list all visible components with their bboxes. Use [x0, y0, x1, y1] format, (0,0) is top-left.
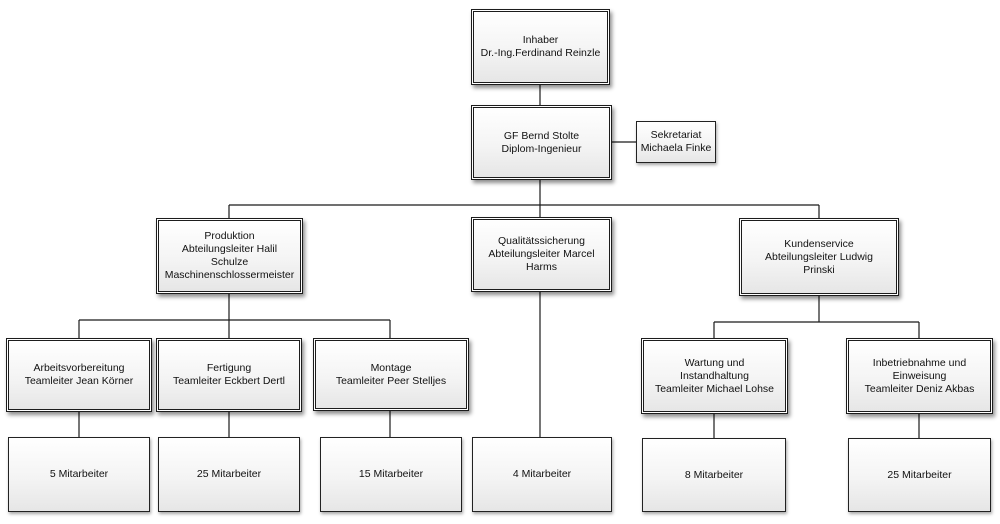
manufacturing-line-2: Teamleiter Eckbert Dertl — [172, 375, 286, 387]
production-line-3: Schulze — [210, 256, 249, 268]
quality-line-1: Qualitätssicherung — [498, 235, 585, 247]
production-line-2: Abteilungsleiter Halil — [181, 243, 278, 255]
commissioning-line-2: Einweisung — [892, 369, 947, 382]
staff-maintenance-box: 8 Mitarbeiter — [642, 438, 786, 512]
service-line-2: Abteilungsleiter Ludwig — [765, 250, 873, 263]
secretariat-line-1: Sekretariat — [650, 129, 702, 141]
staff-assembly-line-1: 15 Mitarbeiter — [358, 468, 424, 480]
staff-commissioning-box: 25 Mitarbeiter — [848, 438, 991, 512]
staff-maintenance-line-1: 8 Mitarbeiter — [684, 468, 744, 481]
production-line-1: Produktion — [204, 230, 255, 242]
staff-manufacturing-box: 25 Mitarbeiter — [158, 437, 300, 512]
quality-line-2: Abteilungsleiter Marcel — [488, 248, 595, 260]
commissioning-line-1: Inbetriebnahme und — [872, 356, 967, 369]
ceo-line-1: GF Bernd Stolte — [503, 129, 580, 142]
staff-commissioning-line-1: 25 Mitarbeiter — [887, 468, 952, 481]
prep-line-2: Teamleiter Jean Körner — [24, 375, 134, 387]
ceo-line-2: Diplom-Ingenieur — [501, 142, 582, 155]
manufacturing-line-1: Fertigung — [206, 362, 252, 374]
quality-line-3: Harms — [526, 261, 557, 273]
service-line-3: Prinski — [803, 263, 835, 276]
maintenance-line-3: Teamleiter Michael Lohse — [654, 382, 775, 395]
owner-line-1: Inhaber — [522, 34, 559, 46]
service-line-1: Kundenservice — [784, 237, 854, 250]
staff-prep-box: 5 Mitarbeiter — [8, 437, 150, 512]
staff-quality-box: 4 Mitarbeiter — [472, 437, 612, 512]
staff-prep-line-1: 5 Mitarbeiter — [49, 468, 109, 480]
staff-quality-line-1: 4 Mitarbeiter — [512, 468, 572, 480]
maintenance-line-1: Wartung und — [684, 356, 745, 369]
staff-manufacturing-line-1: 25 Mitarbeiter — [196, 468, 262, 480]
production-line-4: Maschinenschlossermeister — [164, 269, 295, 281]
assembly-line-1: Montage — [370, 361, 412, 374]
owner-line-2: Dr.-Ing.Ferdinand Reinzle — [480, 47, 601, 59]
secretariat-line-2: Michaela Finke — [640, 142, 712, 154]
maintenance-line-2: Instandhaltung — [680, 369, 749, 382]
assembly-line-2: Teamleiter Peer Stelljes — [335, 374, 447, 387]
prep-line-1: Arbeitsvorbereitung — [33, 362, 125, 374]
commissioning-line-3: Teamleiter Deniz Akbas — [864, 382, 975, 395]
staff-assembly-box: 15 Mitarbeiter — [320, 437, 462, 512]
